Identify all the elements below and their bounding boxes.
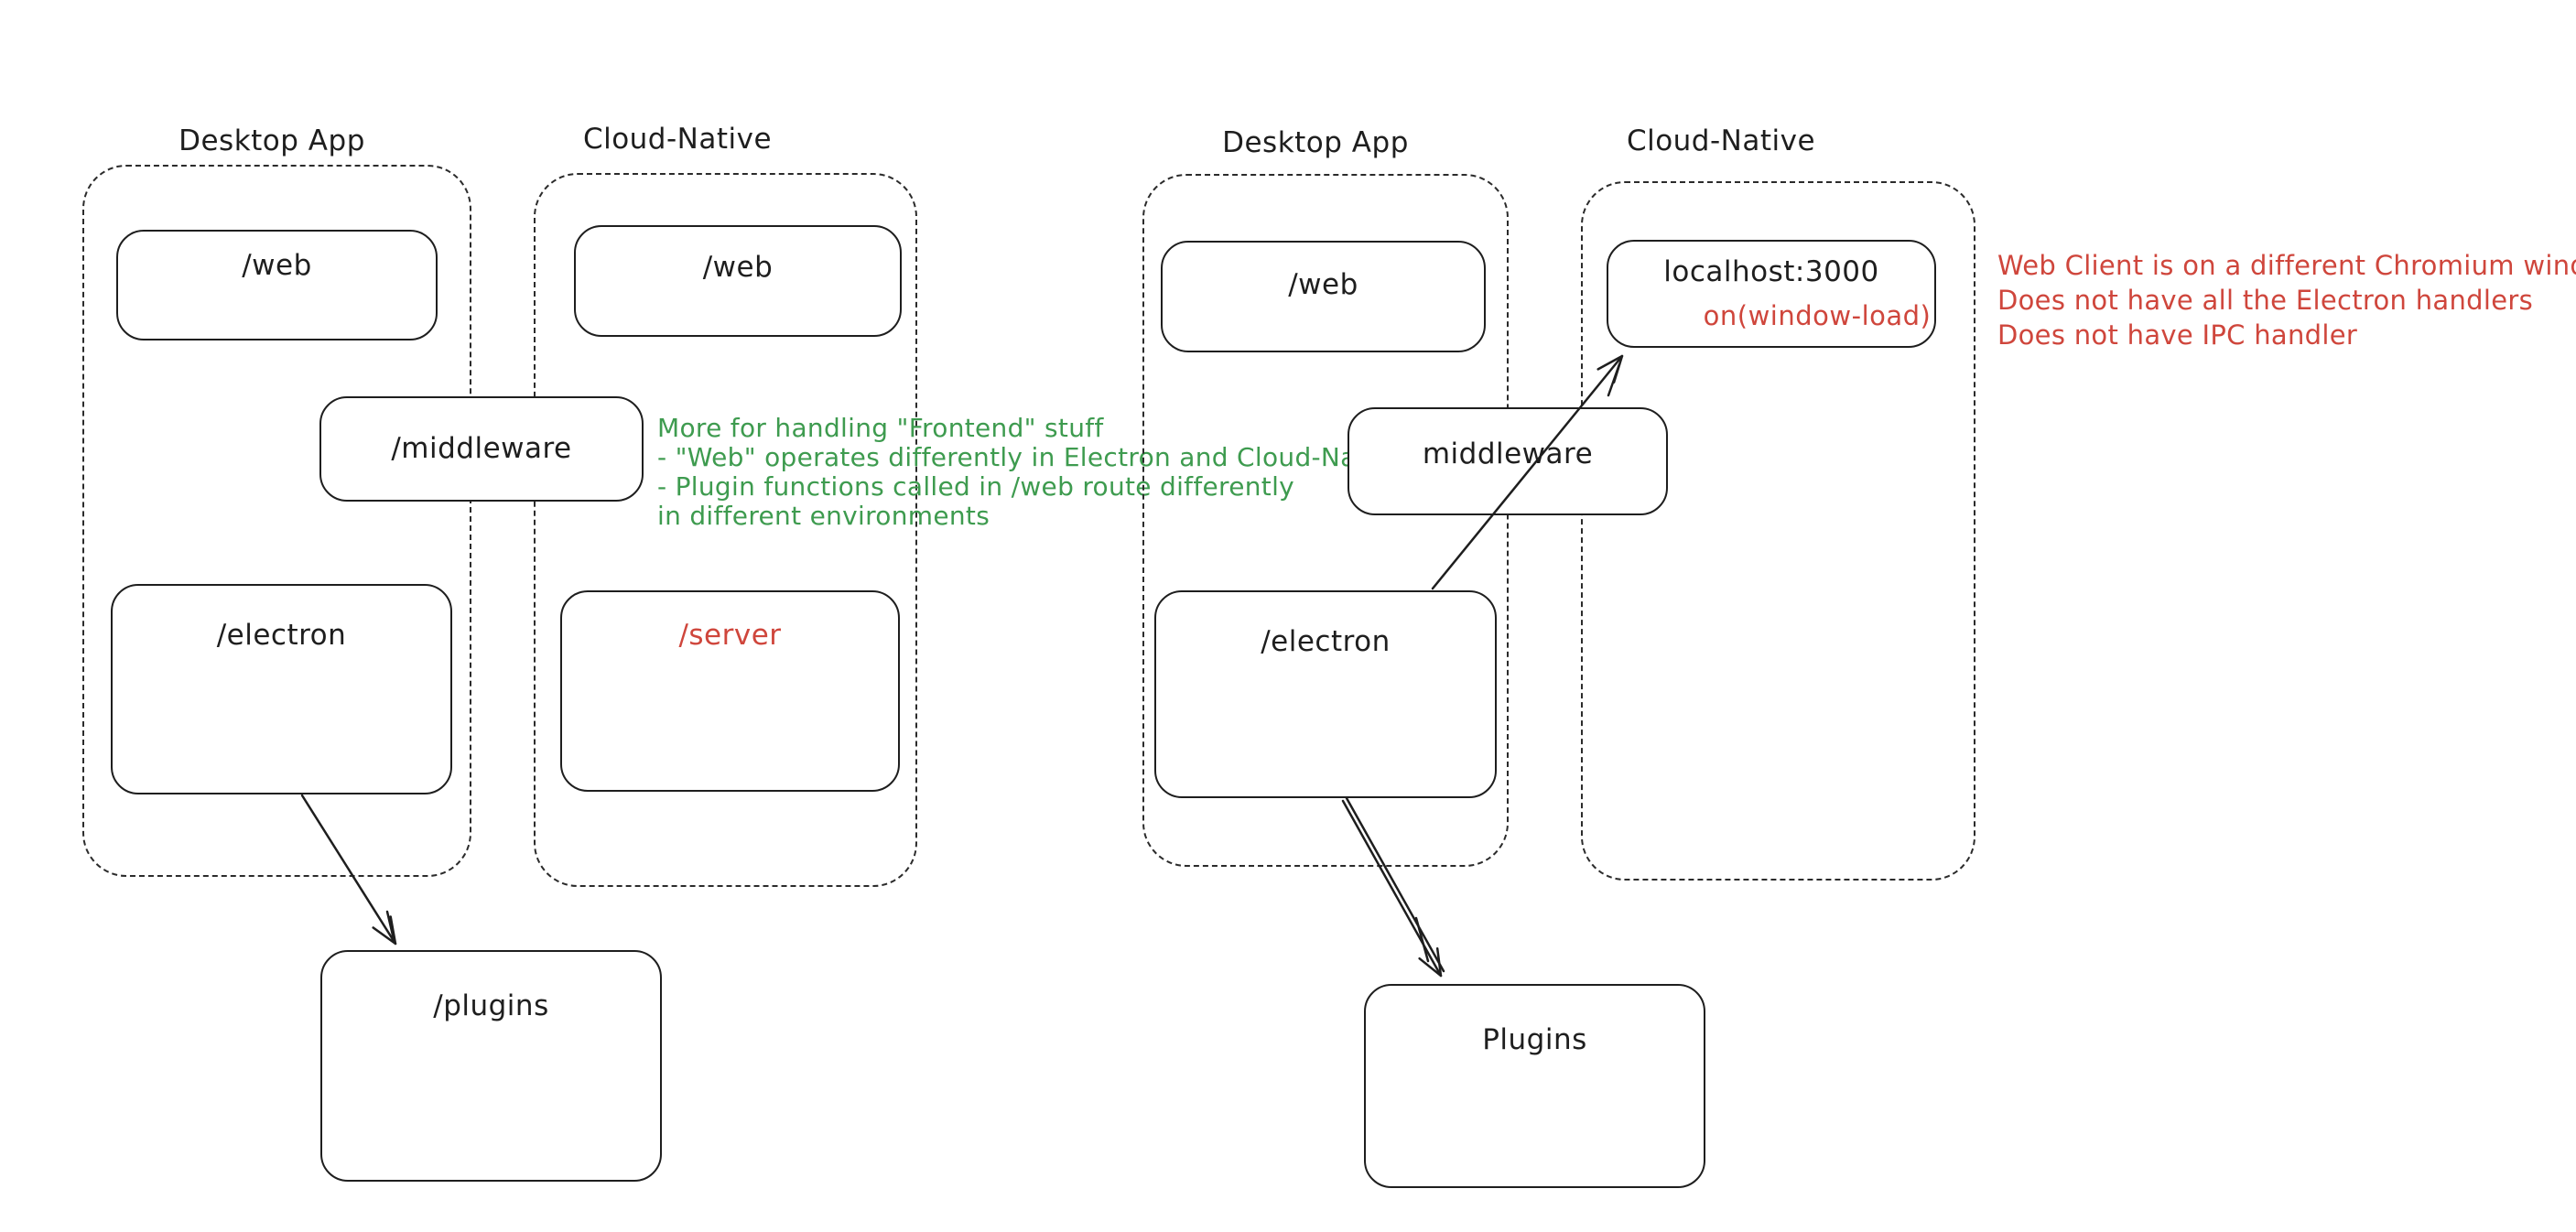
node-label: /server bbox=[678, 619, 782, 652]
green-note-line: - "Web" operates differently in Electron… bbox=[657, 442, 1406, 472]
right-desktop-app-title: Desktop App bbox=[1222, 126, 1409, 159]
left-desktop-app-title: Desktop App bbox=[179, 124, 365, 157]
left-cloud-native-title: Cloud-Native bbox=[582, 123, 773, 156]
right-cloud-native-title: Cloud-Native bbox=[1626, 124, 1816, 157]
node-label: /electron bbox=[1261, 625, 1391, 658]
node-label: /plugins bbox=[433, 989, 549, 1022]
left-server-node: /server bbox=[560, 590, 900, 792]
right-desktop-web-node: /web bbox=[1161, 241, 1486, 352]
green-note-line: in different environments bbox=[657, 501, 990, 531]
node-label: /web bbox=[242, 249, 312, 282]
right-plugins-node: Plugins bbox=[1364, 984, 1705, 1188]
node-label: /web bbox=[1288, 268, 1358, 301]
node-label: Plugins bbox=[1482, 1023, 1587, 1056]
left-electron-node: /electron bbox=[111, 584, 452, 794]
node-label: middleware bbox=[1422, 438, 1594, 470]
left-plugins-node: /plugins bbox=[320, 950, 662, 1182]
node-label: /web bbox=[702, 251, 774, 284]
right-middleware-node: middleware bbox=[1348, 407, 1668, 515]
green-note-line: - Plugin functions called in /web route … bbox=[657, 471, 1295, 502]
left-cloud-web-node: /web bbox=[574, 225, 902, 337]
left-desktop-app-container bbox=[82, 165, 471, 877]
right-localhost-3000-node: localhost:3000 on(window-load) bbox=[1607, 240, 1936, 348]
left-cloud-native-container bbox=[534, 173, 917, 887]
green-annotation-note: More for handling "Frontend" stuff - "We… bbox=[657, 414, 1405, 531]
right-electron-node: /electron bbox=[1154, 590, 1497, 798]
node-label: localhost:3000 bbox=[1663, 255, 1879, 288]
green-note-line: More for handling "Frontend" stuff bbox=[657, 413, 1104, 443]
left-desktop-web-node: /web bbox=[116, 230, 438, 340]
red-note-line: Does not have IPC handler bbox=[1997, 319, 2358, 351]
left-middleware-node: /middleware bbox=[319, 396, 644, 502]
red-note-line: Web Client is on a different Chromium wi… bbox=[1997, 250, 2576, 281]
node-label: /middleware bbox=[391, 432, 572, 465]
red-note-line: Does not have all the Electron handlers bbox=[1997, 285, 2533, 316]
on-window-load-label: on(window-load) bbox=[1703, 300, 1932, 331]
node-label: /electron bbox=[216, 619, 347, 652]
red-annotation-note: Web Client is on a different Chromium wi… bbox=[1997, 248, 2576, 352]
